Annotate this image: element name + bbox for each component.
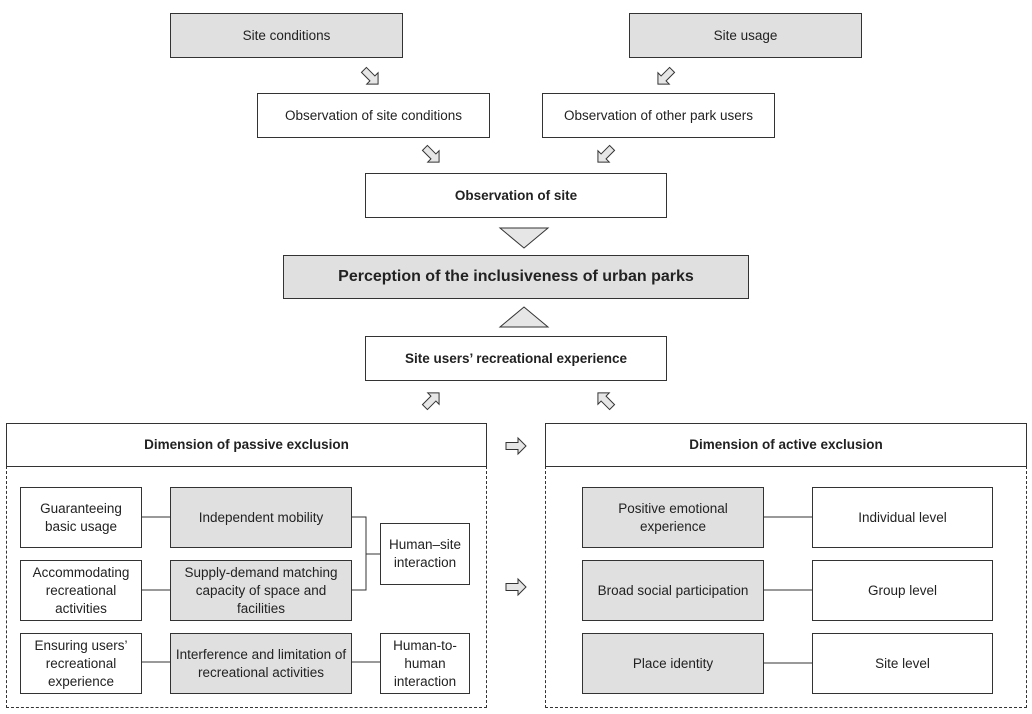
arrow-right-icon xyxy=(505,437,527,455)
perception-box: Perception of the inclusiveness of urban… xyxy=(283,255,749,299)
independent-mobility-box: Independent mobility xyxy=(170,487,352,548)
observation-site-box: Observation of site xyxy=(365,173,667,218)
observation-other-users-box: Observation of other park users xyxy=(542,93,775,138)
recreational-experience-box: Site users’ recreational experience xyxy=(365,336,667,381)
interference-limitation-box: Interference and limitation of recreatio… xyxy=(170,633,352,694)
arrow-right-icon xyxy=(505,578,527,596)
social-participation-box: Broad social participation xyxy=(582,560,764,621)
site-conditions-box: Site conditions xyxy=(170,13,403,58)
positive-emotional-box: Positive emotional experience xyxy=(582,487,764,548)
human-site-interaction-box: Human–site interaction xyxy=(380,523,470,585)
arrow-down-left-icon xyxy=(651,63,679,91)
guaranteeing-basic-usage-box: Guaranteeing basic usage xyxy=(20,487,142,548)
active-exclusion-title: Dimension of active exclusion xyxy=(545,423,1027,467)
individual-level-box: Individual level xyxy=(812,487,993,548)
arrow-down-left-icon xyxy=(591,141,619,169)
observation-site-conditions-box: Observation of site conditions xyxy=(257,93,490,138)
arrow-down-right-icon xyxy=(357,63,385,91)
place-identity-box: Place identity xyxy=(582,633,764,694)
supply-demand-box: Supply-demand matching capacity of space… xyxy=(170,560,352,621)
triangle-up-icon xyxy=(498,306,550,328)
group-level-box: Group level xyxy=(812,560,993,621)
site-usage-box: Site usage xyxy=(629,13,862,58)
passive-exclusion-title: Dimension of passive exclusion xyxy=(6,423,487,467)
arrow-down-right-icon xyxy=(418,141,446,169)
arrow-up-left-icon xyxy=(591,386,619,414)
human-human-interaction-box: Human-to-human interaction xyxy=(380,633,470,694)
ensuring-experience-box: Ensuring users’ recreational experience xyxy=(20,633,142,694)
accommodating-activities-box: Accommodating recreational activities xyxy=(20,560,142,621)
site-level-box: Site level xyxy=(812,633,993,694)
triangle-down-icon xyxy=(498,227,550,249)
arrow-up-right-icon xyxy=(418,386,446,414)
